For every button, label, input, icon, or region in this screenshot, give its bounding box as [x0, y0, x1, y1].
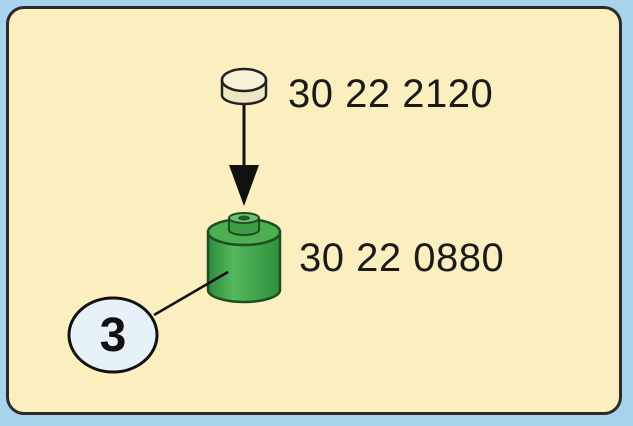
cap-part-icon	[220, 67, 268, 106]
part-number-cylinder: 30 22 0880	[299, 236, 505, 280]
green-cylinder-part-icon	[206, 212, 282, 304]
callout-circle	[67, 296, 159, 374]
insertion-arrow	[229, 105, 259, 206]
callout-leader-line	[153, 270, 229, 317]
part-number-cap: 30 22 2120	[288, 72, 494, 116]
callout-number: 3	[99, 308, 127, 362]
